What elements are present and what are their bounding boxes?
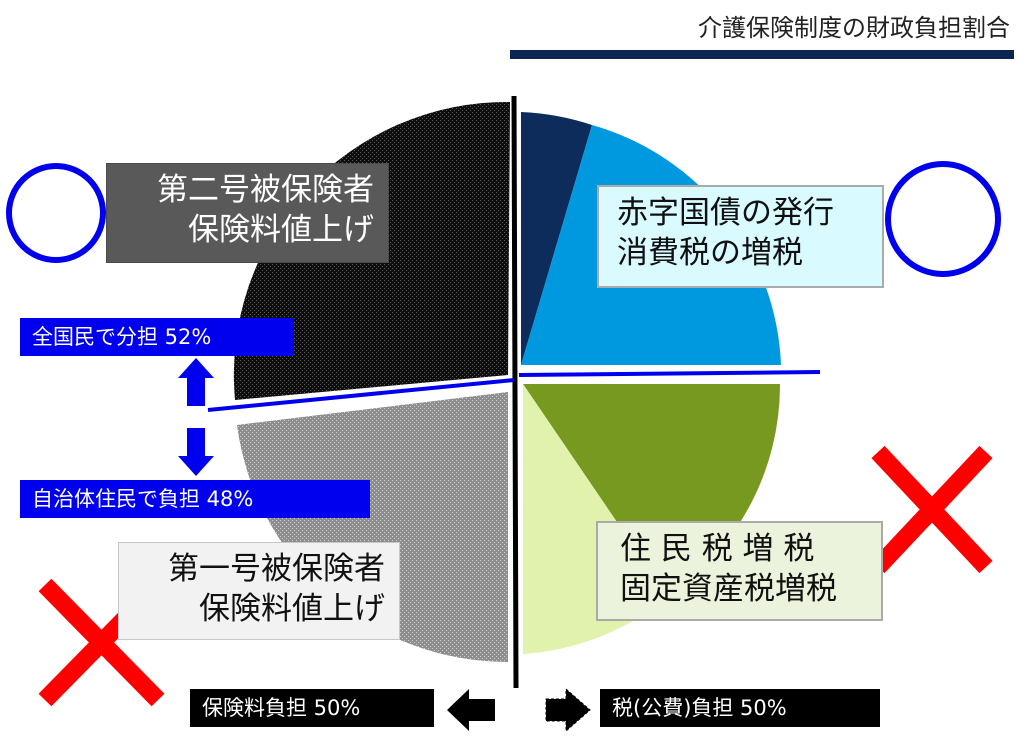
pie-slice-national-navy [521, 112, 592, 365]
circle-mark-icon [6, 163, 106, 263]
resident-tax-line2: 固定資産税増税 [620, 571, 837, 607]
horizontal-divider-left [207, 378, 515, 412]
title-underline [510, 50, 1014, 59]
arrow-down-icon [178, 428, 214, 476]
insurance-share-tag: 保険料負担 50% [190, 689, 434, 727]
nation-share-tag: 全国民で分担 52% [20, 318, 294, 356]
arrow-up-icon [178, 358, 214, 406]
page-title: 介護保険制度の財政負担割合 [698, 14, 1010, 42]
second-insured-line1: 第二号被保険者 [157, 172, 374, 208]
cross-mark-icon [871, 445, 993, 574]
horizontal-divider-right [518, 370, 821, 377]
second-insured-box: 第二号被保険者 保険料値上げ [106, 163, 389, 263]
deficit-line1: 赤字国債の発行 [617, 195, 834, 231]
resident-tax-box: 住 民 税 増 税 固定資産税増税 [596, 521, 883, 621]
pie-slice-first-insured [237, 392, 508, 663]
resident-tax-line1: 住 民 税 増 税 [620, 531, 815, 567]
vertical-divider [511, 95, 519, 689]
deficit-line2: 消費税の増税 [617, 235, 803, 271]
tax-share-tag: 税(公費)負担 50% [600, 689, 880, 727]
first-insured-line1: 第一号被保険者 [168, 551, 385, 587]
second-insured-line2: 保険料値上げ [188, 212, 374, 248]
first-insured-box: 第一号被保険者 保険料値上げ [118, 542, 400, 640]
circle-mark-icon [885, 161, 1001, 277]
arrow-right-icon [545, 687, 591, 733]
arrow-left-icon [447, 689, 495, 731]
first-insured-line2: 保険料値上げ [199, 591, 385, 627]
deficit-box: 赤字国債の発行 消費税の増税 [597, 185, 884, 288]
local-share-tag: 自治体住民で負担 48% [20, 480, 370, 518]
